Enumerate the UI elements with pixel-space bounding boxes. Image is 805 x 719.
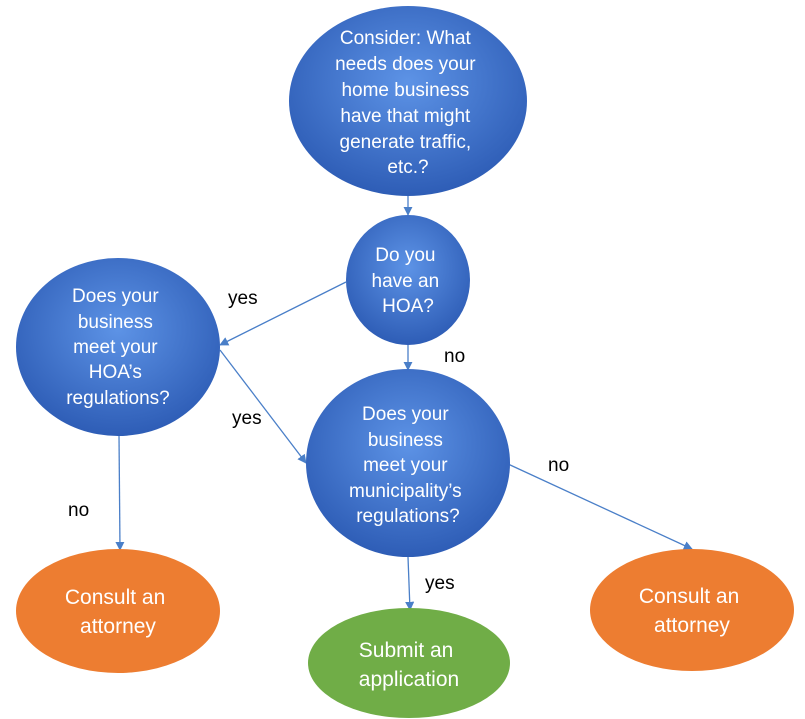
node-hoa-question-label: Do you have an HOA? [372, 245, 445, 317]
node-consider: Consider: What needs does your home busi… [289, 6, 527, 196]
edge-label-hoa-reg-yes: yes [232, 408, 262, 429]
edge-muni-no [507, 463, 693, 550]
node-submit-label: Submit an application [359, 639, 459, 691]
edge-hoa-reg-no [115, 434, 125, 551]
edge-label-muni-yes: yes [425, 573, 455, 594]
node-submit: Submit an application [308, 608, 510, 718]
edge-label-hoa-yes: yes [228, 288, 258, 309]
node-attorney-left-label: Consult an attorney [65, 586, 171, 638]
edge-label-hoa-no: no [444, 346, 465, 367]
node-hoa-regulations-label: Does your business meet your HOA’s regul… [66, 286, 170, 409]
edge-hoa-yes [219, 281, 347, 346]
edge-label-muni-no: no [548, 455, 569, 476]
node-municipality-regulations: Does your business meet your municipalit… [306, 369, 510, 557]
edge-hoa-reg-yes [219, 349, 307, 464]
edge-label-hoa-reg-no: no [68, 500, 89, 521]
node-attorney-right-label: Consult an attorney [639, 585, 745, 637]
node-consider-label: Consider: What needs does your home busi… [335, 28, 481, 178]
node-attorney-right: Consult an attorney [590, 549, 794, 671]
node-hoa-question: Do you have an HOA? [346, 215, 470, 345]
edge-muni-yes [405, 556, 415, 611]
node-municipality-regulations-label: Does your business meet your municipalit… [349, 404, 467, 527]
node-hoa-regulations: Does your business meet your HOA’s regul… [16, 258, 220, 436]
node-attorney-left: Consult an attorney [16, 549, 220, 673]
